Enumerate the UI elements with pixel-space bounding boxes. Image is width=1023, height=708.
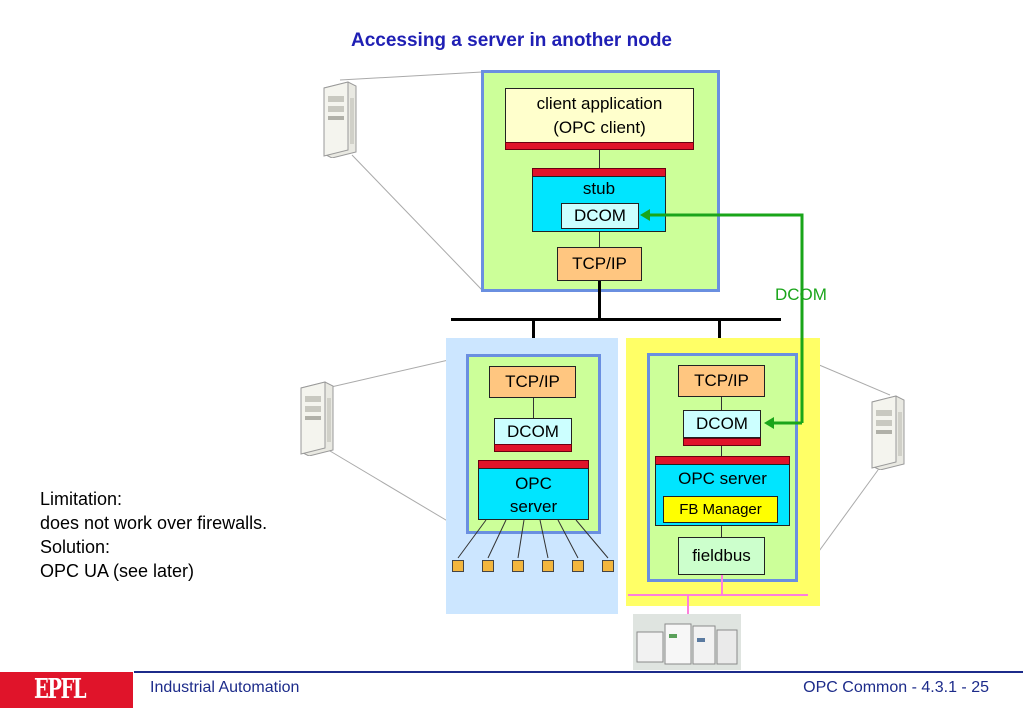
fieldbus-label: fieldbus [692,546,751,565]
client-application-line2: (OPC client) [553,118,646,137]
server1-tcpip-box: TCP/IP [489,366,576,398]
server1-opc-line1: OPC [515,474,552,493]
server1-dcom-box: DCOM [494,418,572,445]
field-device-icon [602,560,614,572]
epfl-logo-text: EPFL [34,674,87,705]
server2-opc-label: OPC server [678,469,767,488]
field-device-icon [452,560,464,572]
field-device-icon [482,560,494,572]
field-device-icon [512,560,524,572]
field-device-icon [572,560,584,572]
client-application-box: client application (OPC client) [505,88,694,143]
footer-slide-number: OPC Common - 4.3.1 - 25 [803,679,989,696]
fb-manager-box: FB Manager [663,496,778,523]
client-dcom-box: DCOM [561,203,639,229]
server1-opc-server-box: OPC server [478,468,589,520]
server2-dcom-label: DCOM [696,414,748,433]
stub-label: stub [582,179,616,198]
client-interface-bar [505,142,694,150]
server1-tcpip-label: TCP/IP [505,372,560,391]
computer-icon [871,395,905,470]
footer-divider [134,671,1023,673]
connector [599,232,600,248]
plc-device-icon [633,614,741,670]
connector [721,397,722,410]
connector [533,398,534,418]
server2-tcpip-box: TCP/IP [678,365,765,397]
client-application-line1: client application [536,94,663,113]
fieldbus-line [628,575,808,615]
epfl-logo: EPFL [0,672,133,708]
dcom-link-label: DCOM [775,285,827,304]
fb-manager-label: FB Manager [679,501,762,518]
field-device-wiring [457,519,609,559]
dcom-link-arrow [640,209,804,429]
computer-icon [323,81,357,158]
connector [599,150,600,168]
field-device-icon [542,560,554,572]
client-tcpip-box: TCP/IP [557,247,642,281]
server1-dcom-interface-bar [494,444,572,452]
network-bus [451,318,781,321]
server2-tcpip-label: TCP/IP [694,371,749,390]
page-title: Accessing a server in another node [350,30,672,51]
client-tcpip-label: TCP/IP [572,254,627,273]
note-line4: OPC UA (see later) [40,561,195,581]
client-network-drop [598,281,601,320]
computer-icon [300,381,334,456]
footer-course-title: Industrial Automation [150,679,300,696]
note-line2: does not work over firewalls. [40,513,268,533]
limitation-note: Limitation: does not work over firewalls… [40,487,267,583]
connector [721,446,722,456]
server2-dcom-box: DCOM [683,410,761,438]
connector [721,526,722,537]
server2-dcom-interface-bar [683,438,761,446]
fieldbus-box: fieldbus [678,537,765,575]
server1-opc-line2: server [509,497,558,516]
client-dcom-label: DCOM [574,206,626,225]
server1-dcom-label: DCOM [507,422,559,441]
note-line1: Limitation: [40,489,123,509]
note-line3: Solution: [40,537,111,557]
